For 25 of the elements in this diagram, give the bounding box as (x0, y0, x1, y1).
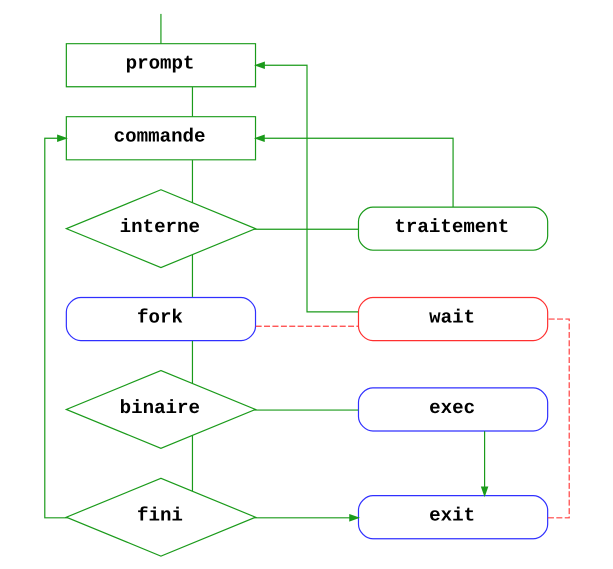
connector (191, 160, 193, 202)
node-diamond: fini (64, 478, 257, 557)
connector (191, 87, 193, 116)
node-box: exit (357, 495, 548, 540)
node-diamond: interne (64, 189, 257, 268)
node-box: fork (65, 296, 256, 342)
node-box: wait (357, 296, 548, 342)
connector (254, 409, 358, 411)
arrow (254, 61, 358, 312)
connector (191, 436, 193, 491)
connector (255, 326, 358, 327)
connector (160, 14, 162, 44)
node-box: prompt (65, 43, 256, 88)
connector (191, 254, 193, 297)
connector (254, 228, 358, 230)
connector (191, 340, 193, 384)
arrow (480, 431, 488, 498)
node-diamond: binaire (64, 370, 257, 450)
arrow (254, 514, 360, 522)
arrow (253, 134, 454, 207)
node-box: commande (65, 116, 256, 160)
connector (547, 318, 570, 518)
node-box: traitement (357, 206, 548, 251)
arrow (44, 134, 68, 518)
node-box: exec (357, 387, 548, 432)
